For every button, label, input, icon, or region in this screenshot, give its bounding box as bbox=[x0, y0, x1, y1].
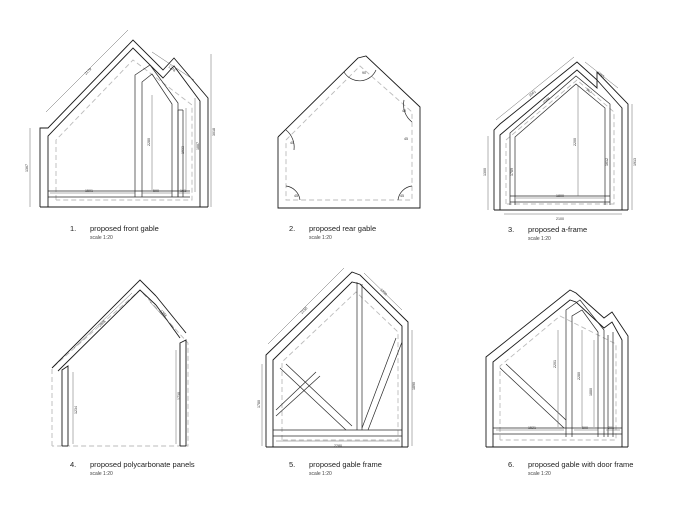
dim-poly-1: 2075 bbox=[98, 319, 107, 327]
dim-aframe-7: 2200 bbox=[573, 138, 577, 146]
dim-aframe-3: 1755 bbox=[596, 71, 605, 79]
dim-door-2: 2280 bbox=[577, 372, 581, 380]
dim-gframe-5: 2280 bbox=[334, 444, 342, 448]
dim-poly-4: 1730 bbox=[177, 392, 181, 400]
caption-number: 5. bbox=[289, 460, 296, 469]
caption-title: proposed polycarbonate panels bbox=[90, 460, 195, 469]
dim-rear-4: 45 bbox=[294, 194, 298, 198]
caption-title: proposed gable frame bbox=[309, 460, 382, 469]
polycarbonate-panels-drawing: 2075 1384 1234 1730 bbox=[51, 279, 189, 447]
caption-number: 6. bbox=[508, 460, 515, 469]
dim-front-10: 161 bbox=[180, 189, 186, 193]
dim-gframe-2: 1290 bbox=[379, 288, 387, 296]
dim-front-9: 590 bbox=[153, 189, 159, 193]
caption-title: proposed front gable bbox=[90, 224, 159, 233]
dim-rear-1: 90 bbox=[362, 71, 366, 75]
dim-front-8: 1501 bbox=[85, 189, 93, 193]
dim-door-5: 590 bbox=[582, 426, 588, 430]
caption-scale: scale 1:20 bbox=[309, 235, 332, 241]
dim-front-7: 1933 bbox=[181, 146, 185, 154]
caption-scale: scale 1:20 bbox=[309, 471, 332, 477]
dim-rear-5: 45 bbox=[400, 194, 404, 198]
dim-poly-2: 1384 bbox=[159, 309, 167, 318]
dim-gframe-4: 1890 bbox=[412, 382, 416, 390]
dim-front-4: 1887 bbox=[196, 142, 200, 150]
caption-scale: scale 1:20 bbox=[528, 471, 551, 477]
caption-scale: scale 1:20 bbox=[528, 236, 551, 242]
caption-scale: scale 1:20 bbox=[90, 235, 113, 241]
caption-number: 4. bbox=[70, 460, 77, 469]
caption-front-gable: 1. proposed front gable scale 1:20 bbox=[70, 224, 159, 241]
caption-a-frame: 3. proposed a-frame scale 1:20 bbox=[508, 225, 587, 242]
dim-gframe-3: 1780 bbox=[257, 400, 261, 408]
dim-aframe-1: 1661 bbox=[528, 90, 537, 98]
dim-aframe-4: 907 bbox=[585, 88, 592, 95]
caption-number: 2. bbox=[289, 224, 296, 233]
caption-rear-gable: 2. proposed rear gable scale 1:20 bbox=[289, 224, 376, 241]
caption-number: 1. bbox=[70, 224, 77, 233]
caption-title: proposed rear gable bbox=[309, 224, 377, 233]
dim-rear-6: 45 bbox=[404, 137, 408, 141]
dim-poly-3: 1234 bbox=[74, 406, 78, 414]
caption-gable-with-door-frame: 6. proposed gable with door frame scale 1… bbox=[508, 460, 633, 477]
dim-front-3: 2280 bbox=[147, 138, 151, 146]
dim-rear-3: 45 bbox=[402, 109, 406, 113]
caption-title: proposed a-frame bbox=[528, 225, 588, 234]
caption-polycarbonate-panels: 4. proposed polycarbonate panels scale 1:… bbox=[70, 460, 195, 477]
dim-front-2: 1276 bbox=[167, 65, 176, 73]
dim-aframe-6: 1789 bbox=[510, 168, 514, 176]
dim-rear-2: 45 bbox=[290, 141, 294, 145]
dim-aframe-8: 1612 bbox=[605, 158, 609, 166]
gable-frame-drawing: 2155 1290 1780 1890 2280 bbox=[257, 267, 416, 448]
front-gable-drawing: 2179 1276 2280 1887 3018 1367 1933 1501 … bbox=[25, 29, 216, 208]
dim-door-3: 1880 bbox=[589, 388, 593, 396]
gable-with-door-frame-drawing: 2201 2280 1880 1521 590 201 bbox=[485, 289, 629, 448]
dim-aframe-10: 1800 bbox=[556, 194, 564, 198]
dim-door-4: 1521 bbox=[528, 426, 536, 430]
caption-title: proposed gable with door frame bbox=[528, 460, 634, 469]
caption-number: 3. bbox=[508, 225, 515, 234]
dim-door-6: 201 bbox=[608, 426, 614, 430]
caption-gable-frame: 5. proposed gable frame scale 1:20 bbox=[289, 460, 382, 477]
a-frame-drawing: 1661 1588 1755 907 1300 1789 2200 1612 1… bbox=[483, 56, 637, 221]
dim-front-6: 1367 bbox=[25, 164, 29, 172]
dim-front-5: 3018 bbox=[212, 128, 216, 136]
dim-aframe-9: 1913 bbox=[633, 158, 637, 166]
dim-aframe-5: 1300 bbox=[483, 168, 487, 176]
caption-scale: scale 1:20 bbox=[90, 471, 113, 477]
dim-door-1: 2201 bbox=[553, 360, 557, 368]
dim-aframe-2: 1588 bbox=[542, 97, 551, 105]
rear-gable-drawing: 90 45 45 45 45 45 bbox=[277, 55, 421, 209]
dim-gframe-1: 2155 bbox=[300, 306, 308, 314]
dim-aframe-11: 2100 bbox=[556, 217, 564, 221]
dim-front-1: 2179 bbox=[84, 67, 92, 75]
